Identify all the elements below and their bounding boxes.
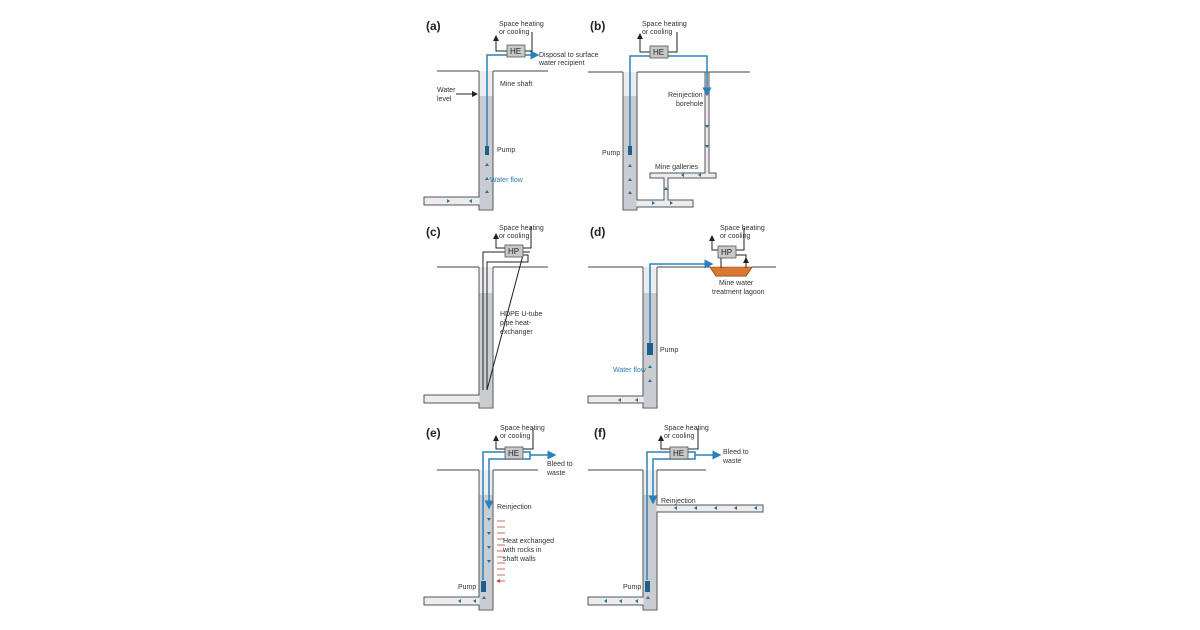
disposal-label: water recipient [538, 60, 585, 67]
panel-label: (c) [426, 225, 441, 239]
panel-label: (d) [590, 225, 605, 239]
heating-label: Space heating [499, 225, 544, 232]
panel-label: (a) [426, 19, 441, 33]
heat-exchanger-box [669, 446, 689, 460]
u-tube-label: HDPE U-tube [500, 311, 543, 318]
panel-f: (f) HE Space heating or cooling Bleed to… [587, 425, 764, 611]
heat-pump-box [504, 244, 524, 258]
bleed-label: waste [722, 458, 741, 465]
heating-label: or cooling [664, 433, 694, 440]
disposal-label: Disposal to surface [539, 52, 599, 59]
panel-b: (b) HE Space heating or cooling Reinject… [588, 19, 750, 211]
box-label: HE [510, 47, 521, 56]
pump-icon [628, 146, 632, 155]
heating-label: Space heating [499, 21, 544, 28]
heating-label: or cooling [642, 29, 672, 36]
u-tube-label: exchanger [500, 329, 533, 336]
pump-label: Pump [602, 150, 620, 157]
panel-label: (b) [590, 19, 605, 33]
u-tube-label: pipe heat- [500, 320, 532, 327]
pump-label: Pump [623, 584, 641, 591]
heat-arrows-icon [497, 520, 505, 581]
heat-pump-box [717, 245, 737, 259]
heating-label: or cooling [720, 233, 750, 240]
panel-label: (e) [426, 426, 441, 440]
lagoon-label: Mine water [719, 280, 754, 287]
galleries-label: Mine galleries [655, 164, 699, 171]
pump-icon [481, 581, 486, 592]
borehole-label: Reinjection [668, 92, 703, 99]
pump-icon [647, 343, 653, 355]
heating-label: Space heating [642, 21, 687, 28]
panel-a: (a) HE Space heating or cooling Disposal… [423, 19, 599, 211]
heat-exchange-label: with rocks in [502, 547, 542, 554]
heat-exchange-label: Heat exchanged [503, 538, 554, 545]
water-flow-label: Water flow [613, 367, 647, 374]
heating-label: or cooling [499, 29, 529, 36]
heating-label: Space heating [720, 225, 765, 232]
mine-shaft-label: Mine shaft [500, 81, 532, 88]
pump-label: Pump [458, 584, 476, 591]
heating-label: or cooling [500, 433, 530, 440]
borehole-label: borehole [676, 101, 703, 108]
bleed-label: Bleed to [723, 449, 749, 456]
reinjection-label: Reinjection [661, 498, 696, 505]
box-label: HE [508, 449, 519, 458]
flow-arrows-icon [485, 163, 489, 193]
panel-e: (e) HE Space heating or cooling Bleed to… [423, 425, 573, 611]
water-flow-label: Water flow [490, 177, 524, 184]
heating-label: Space heating [664, 425, 709, 432]
heat-exchanger-box [504, 446, 524, 460]
panel-c: (c) HP Space heating or cooling HDPE U-t… [423, 225, 548, 409]
bleed-label: waste [546, 470, 565, 477]
water-level-label: Water [437, 87, 456, 94]
reinjection-label: Reinjection [497, 504, 532, 511]
u-tube-pipe [482, 251, 530, 391]
heat-exchange-label: shaft walls [503, 556, 536, 563]
panel-d: (d) HP Space heating or cooling Mine wat… [587, 225, 776, 409]
pump-icon [485, 146, 489, 155]
bleed-label: Bleed to [547, 461, 573, 468]
treatment-lagoon [709, 266, 753, 277]
lagoon-label: treatment lagoon [712, 289, 765, 296]
heating-label: Space heating [500, 425, 545, 432]
water-level-label: level [437, 96, 452, 103]
heating-label: or cooling [499, 233, 529, 240]
pump-label: Pump [497, 147, 515, 154]
heat-exchanger-box [506, 44, 526, 58]
heat-exchanger-box [649, 45, 669, 59]
box-label: HP [721, 248, 732, 257]
box-label: HE [673, 449, 684, 458]
panel-label: (f) [594, 426, 606, 440]
pump-label: Pump [660, 347, 678, 354]
box-label: HE [653, 48, 664, 57]
box-label: HP [508, 247, 519, 256]
water-column [479, 293, 493, 407]
pump-icon [645, 581, 650, 592]
